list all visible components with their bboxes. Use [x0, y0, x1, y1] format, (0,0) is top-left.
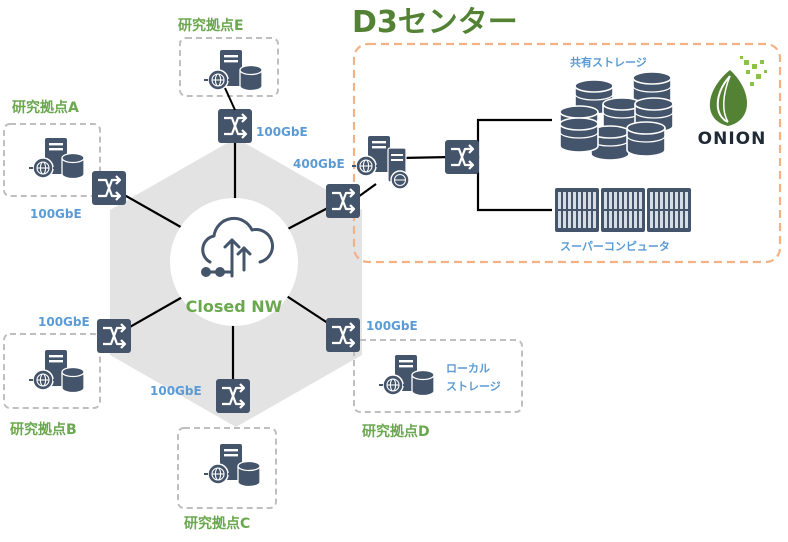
site-e-devices: [203, 49, 263, 111]
onion-logo: ONION: [698, 56, 767, 149]
site-a-devices: [28, 137, 85, 180]
d3-server: [351, 135, 410, 190]
site-c-bandwidth: 100GbE: [150, 384, 202, 398]
supercomputer-label: スーパーコンピュータ: [560, 240, 670, 253]
site-e-bandwidth: 100GbE: [256, 125, 308, 139]
local-storage-label-line2: ストレージ: [446, 380, 501, 393]
supercomputer-icon: [554, 187, 692, 233]
site-a-bandwidth: 100GbE: [30, 207, 82, 221]
closed-network-label: Closed NW: [186, 297, 283, 316]
site-c-devices: [203, 443, 261, 488]
site-e-label: 研究拠点E: [178, 17, 244, 34]
site-c-label: 研究拠点C: [184, 515, 250, 532]
shared-storage-icon: [559, 71, 674, 161]
site-d-switch[interactable]: [324, 316, 362, 354]
site-a-switch[interactable]: [90, 169, 128, 207]
site-b-label: 研究拠点B: [10, 421, 77, 438]
closed-network-circle: [170, 198, 298, 326]
site-d-devices: [378, 354, 435, 397]
local-storage-label-line1: ローカル: [446, 362, 490, 375]
site-d-label: 研究拠点D: [362, 423, 430, 440]
site-c-switch[interactable]: [214, 377, 252, 415]
site-b-devices: [28, 349, 85, 394]
site-b-switch[interactable]: [95, 317, 133, 355]
site-b-bandwidth: 100GbE: [38, 315, 90, 329]
d3-edge-switch[interactable]: [324, 182, 362, 220]
cloud-upload-icon: [201, 216, 274, 278]
site-a-label: 研究拠点A: [12, 99, 79, 116]
shared-storage-label: 共有ストレージ: [570, 55, 647, 69]
d3-center-title: D3センター: [352, 5, 518, 40]
site-e-switch[interactable]: [216, 107, 254, 145]
d3-center-region: [352, 42, 782, 264]
site-a-box: [3, 123, 101, 197]
d3-core-switch[interactable]: [443, 138, 481, 176]
d3-bandwidth: 400GbE: [293, 157, 345, 171]
site-c-box: [177, 427, 277, 509]
onion-logo-text: ONION: [698, 129, 767, 149]
site-d-box: [353, 339, 523, 413]
site-d-bandwidth: 100GbE: [366, 319, 418, 333]
site-b-box: [3, 333, 101, 409]
